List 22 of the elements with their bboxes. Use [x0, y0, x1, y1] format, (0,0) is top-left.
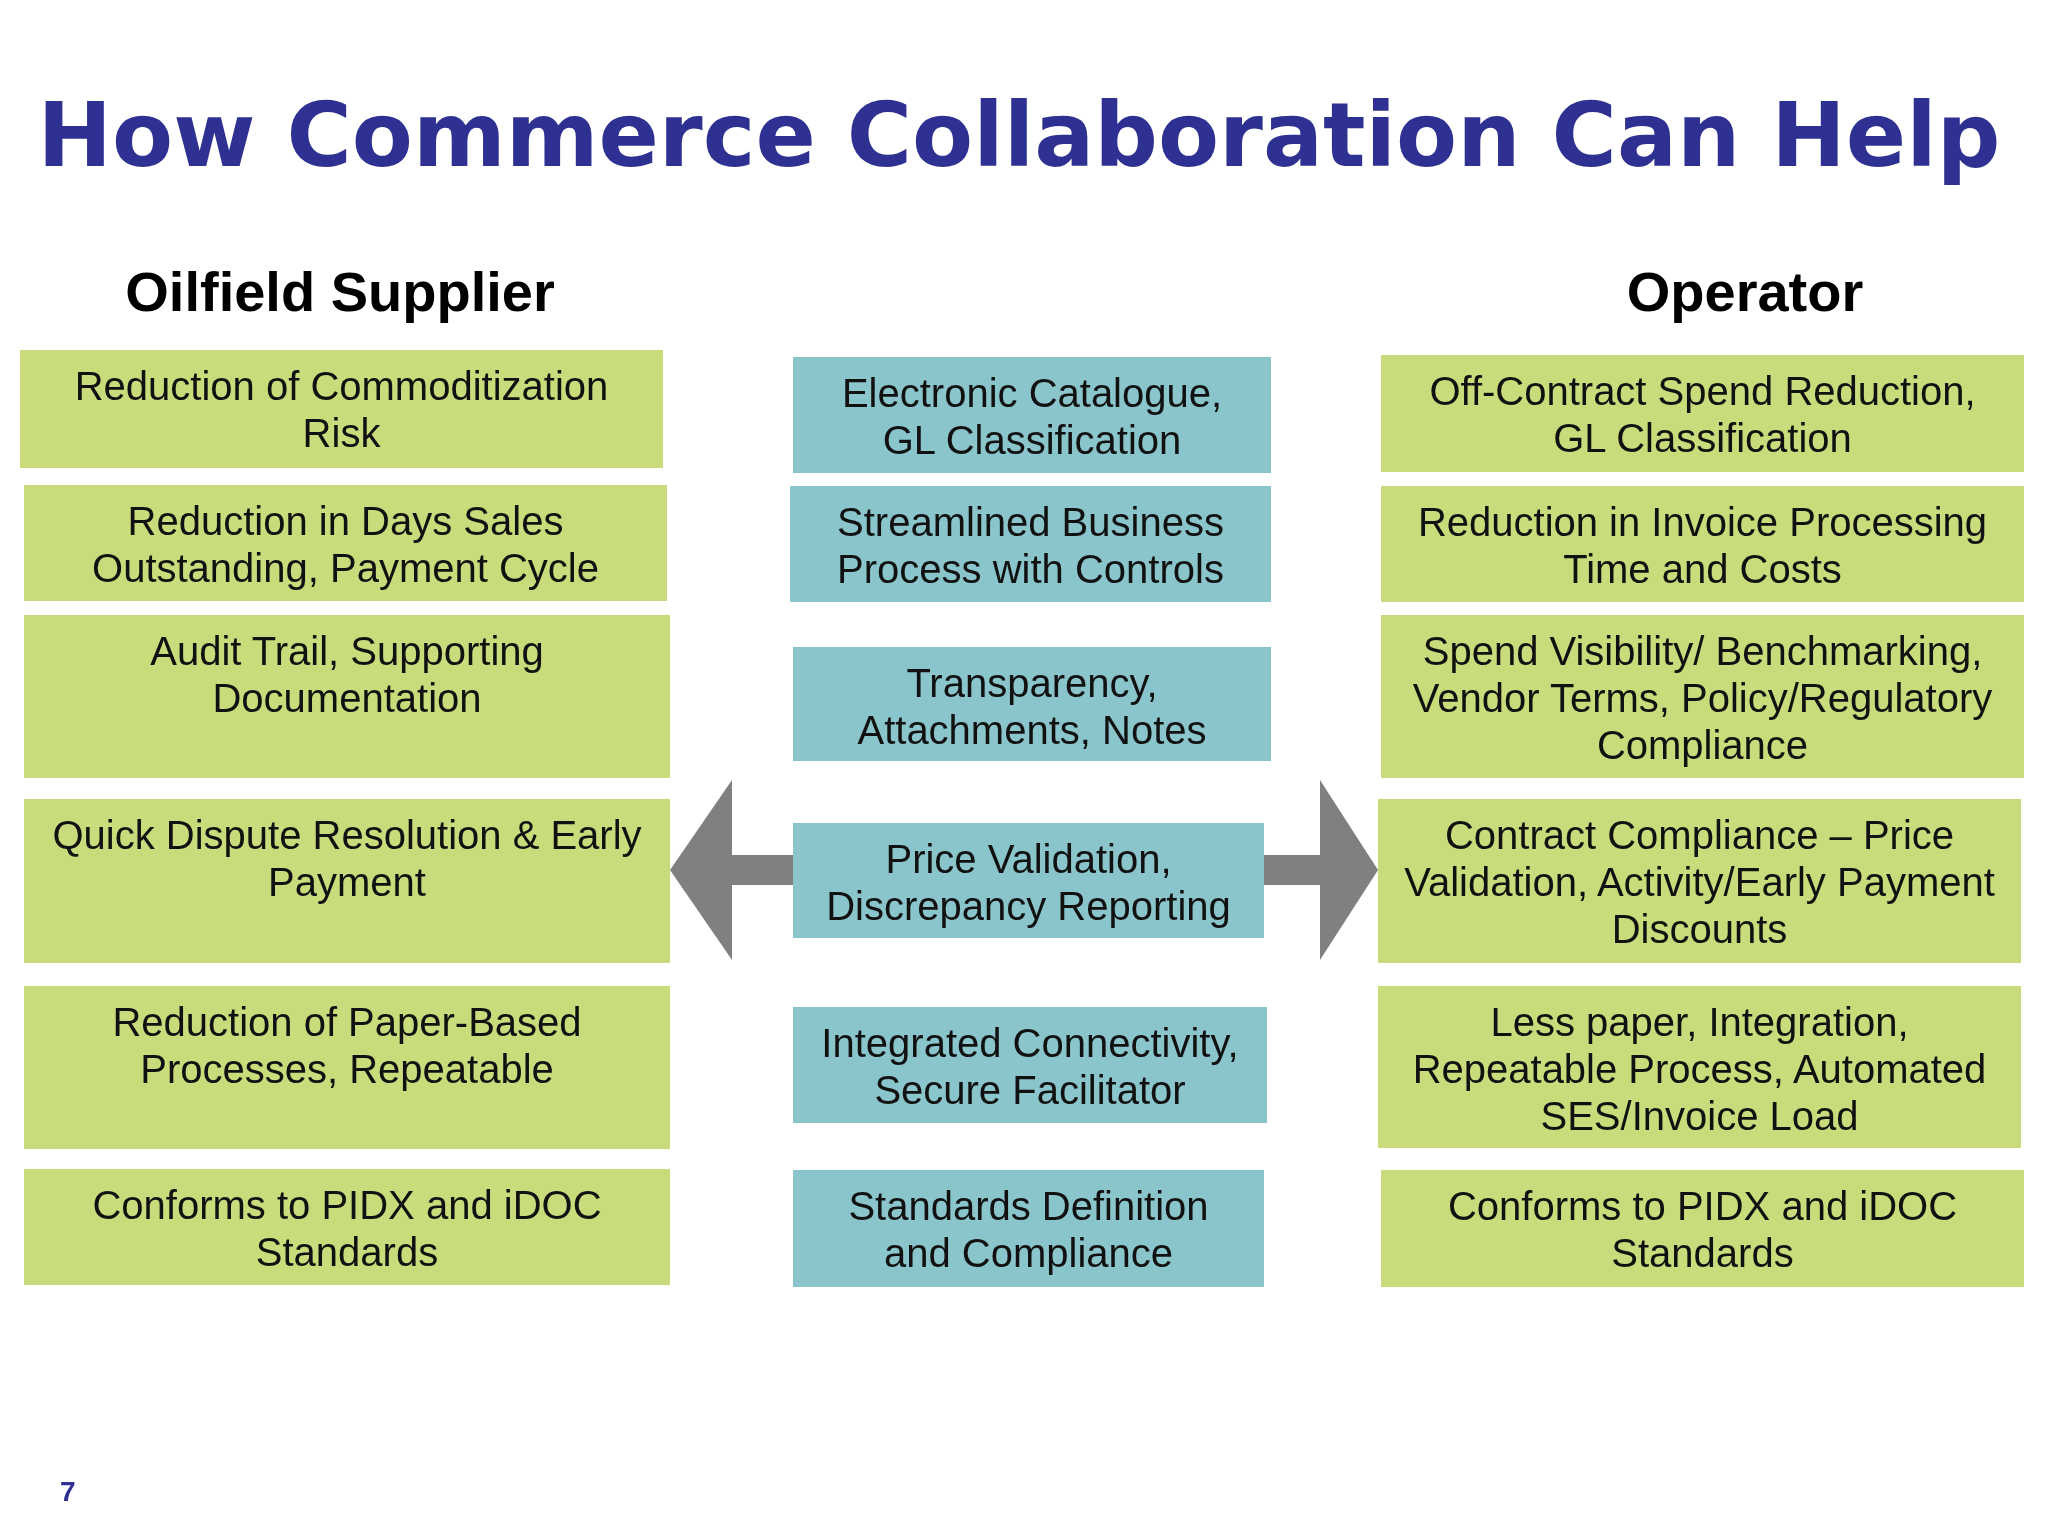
- benefit-box: Conforms to PIDX and iDOC Standards: [1381, 1170, 2024, 1287]
- benefit-box: Spend Visibility/ Benchmarking, Vendor Terms, Policy/Regulatory Compliance: [1381, 615, 2024, 778]
- benefit-box: Reduction of Paper-Based Processes, Repeatable: [24, 986, 670, 1149]
- feature-box: Transparency, Attachments, Notes: [793, 647, 1271, 761]
- benefit-box: Reduction in Days Sales Outstanding, Payment Cycle: [24, 485, 667, 601]
- benefit-box: Quick Dispute Resolution & Early Payment: [24, 799, 670, 963]
- feature-box: Price Validation, Discrepancy Reporting: [793, 823, 1264, 938]
- slide-title: How Commerce Collaboration Can Help: [37, 82, 2001, 188]
- benefit-box: Contract Compliance – Price Validation, Activity/Early Payment Discounts: [1378, 799, 2021, 963]
- column-heading: Operator: [1626, 260, 1864, 324]
- feature-box: Integrated Connectivity, Secure Facilitator: [793, 1007, 1267, 1123]
- benefit-box: Audit Trail, Supporting Documentation: [24, 615, 670, 778]
- benefit-box: Off-Contract Spend Reduction, GL Classification: [1381, 355, 2024, 472]
- benefit-box: Conforms to PIDX and iDOC Standards: [24, 1169, 670, 1285]
- feature-box: Streamlined Business Process with Controls: [790, 486, 1271, 602]
- benefit-box: Reduction in Invoice Processing Time and Costs: [1381, 486, 2024, 602]
- page-number: 7: [60, 1476, 76, 1508]
- benefit-box: Reduction of Commoditization Risk: [20, 350, 663, 468]
- feature-box: Standards Definition and Compliance: [793, 1170, 1264, 1287]
- benefit-box: Less paper, Integration, Repeatable Process, Automated SES/Invoice Load: [1378, 986, 2021, 1148]
- feature-box: Electronic Catalogue, GL Classification: [793, 357, 1271, 473]
- column-heading: Oilfield Supplier: [125, 260, 555, 324]
